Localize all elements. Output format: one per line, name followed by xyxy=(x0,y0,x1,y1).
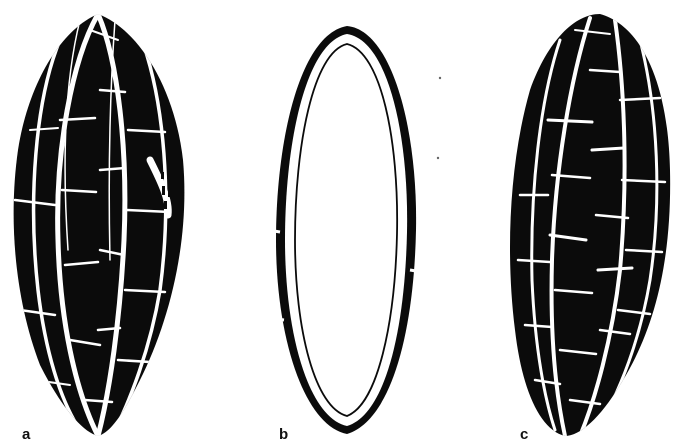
panel-label-a: a xyxy=(22,427,30,442)
patched-spindle-icon xyxy=(510,14,670,436)
panel-label-b: b xyxy=(279,427,288,442)
hollow-spindle-outline-icon xyxy=(268,26,441,434)
segmented-spindle-icon xyxy=(14,14,185,436)
panel-label-c: c xyxy=(520,427,528,442)
